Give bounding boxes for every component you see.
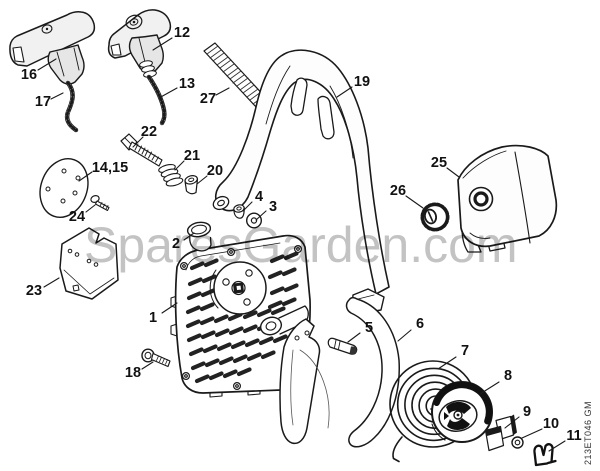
part-11-spring-clip [533, 443, 557, 467]
watermark: SparesGarden.com [84, 217, 518, 273]
part-label-1: 1 [148, 310, 158, 326]
part-19-handle-frame [212, 49, 390, 295]
leader-lines [37, 37, 566, 452]
part-label-2: 2 [171, 236, 181, 252]
part-3-washer [245, 212, 262, 229]
part-26-knob [420, 202, 450, 232]
part-label-18: 18 [124, 365, 142, 381]
part-label-6: 6 [415, 316, 425, 332]
part-10-washer [511, 436, 524, 449]
part-label-27: 27 [199, 91, 217, 107]
part-13-starter-rope [146, 74, 167, 126]
part-label-13: 13 [178, 76, 196, 92]
part-12-starter-grip [107, 9, 172, 78]
doc-code: 213ET046 GM [583, 400, 593, 466]
part-17-starter-rope [64, 80, 79, 133]
part-5-pin [327, 337, 358, 355]
part-25-cover [457, 144, 558, 253]
part-label-26: 26 [389, 183, 407, 199]
part-label-24: 24 [68, 209, 86, 225]
part-label-20: 20 [206, 163, 224, 179]
part-20-nut [184, 175, 199, 195]
part-label-10: 10 [542, 416, 560, 432]
part-label-25: 25 [430, 155, 448, 171]
part-23-side-plate [59, 227, 119, 300]
part-22-screw [120, 133, 163, 167]
part-21-grommet [158, 163, 184, 187]
part-label-19: 19 [353, 74, 371, 90]
part-1-fan-housing [170, 234, 311, 398]
part-label-11: 11 [566, 428, 582, 444]
part-label-8: 8 [503, 368, 513, 384]
part-label-21: 21 [183, 148, 201, 164]
part-label-7: 7 [460, 343, 470, 359]
part-label-5: 5 [364, 320, 374, 336]
part-24-screw [90, 195, 110, 211]
part-label-17: 17 [34, 94, 52, 110]
part-label-3: 3 [268, 199, 278, 215]
part-label-23: 23 [25, 283, 43, 299]
part-6-starter-cover [279, 288, 400, 448]
part-label-22: 22 [140, 124, 158, 140]
part-8-rope-rotor [431, 381, 493, 443]
part-label-4: 4 [254, 189, 264, 205]
part-4-nut [233, 204, 245, 219]
part-label-16: 16 [20, 67, 38, 83]
part-label-9: 9 [522, 404, 532, 420]
part-14-15-cover-plate [39, 158, 89, 218]
part-27-grip-strip [203, 42, 269, 109]
part-16-starter-handle [9, 11, 96, 85]
part-label-12: 12 [173, 25, 191, 41]
part-label-14-15: 14,15 [91, 160, 129, 176]
part-18-screw [141, 348, 171, 368]
